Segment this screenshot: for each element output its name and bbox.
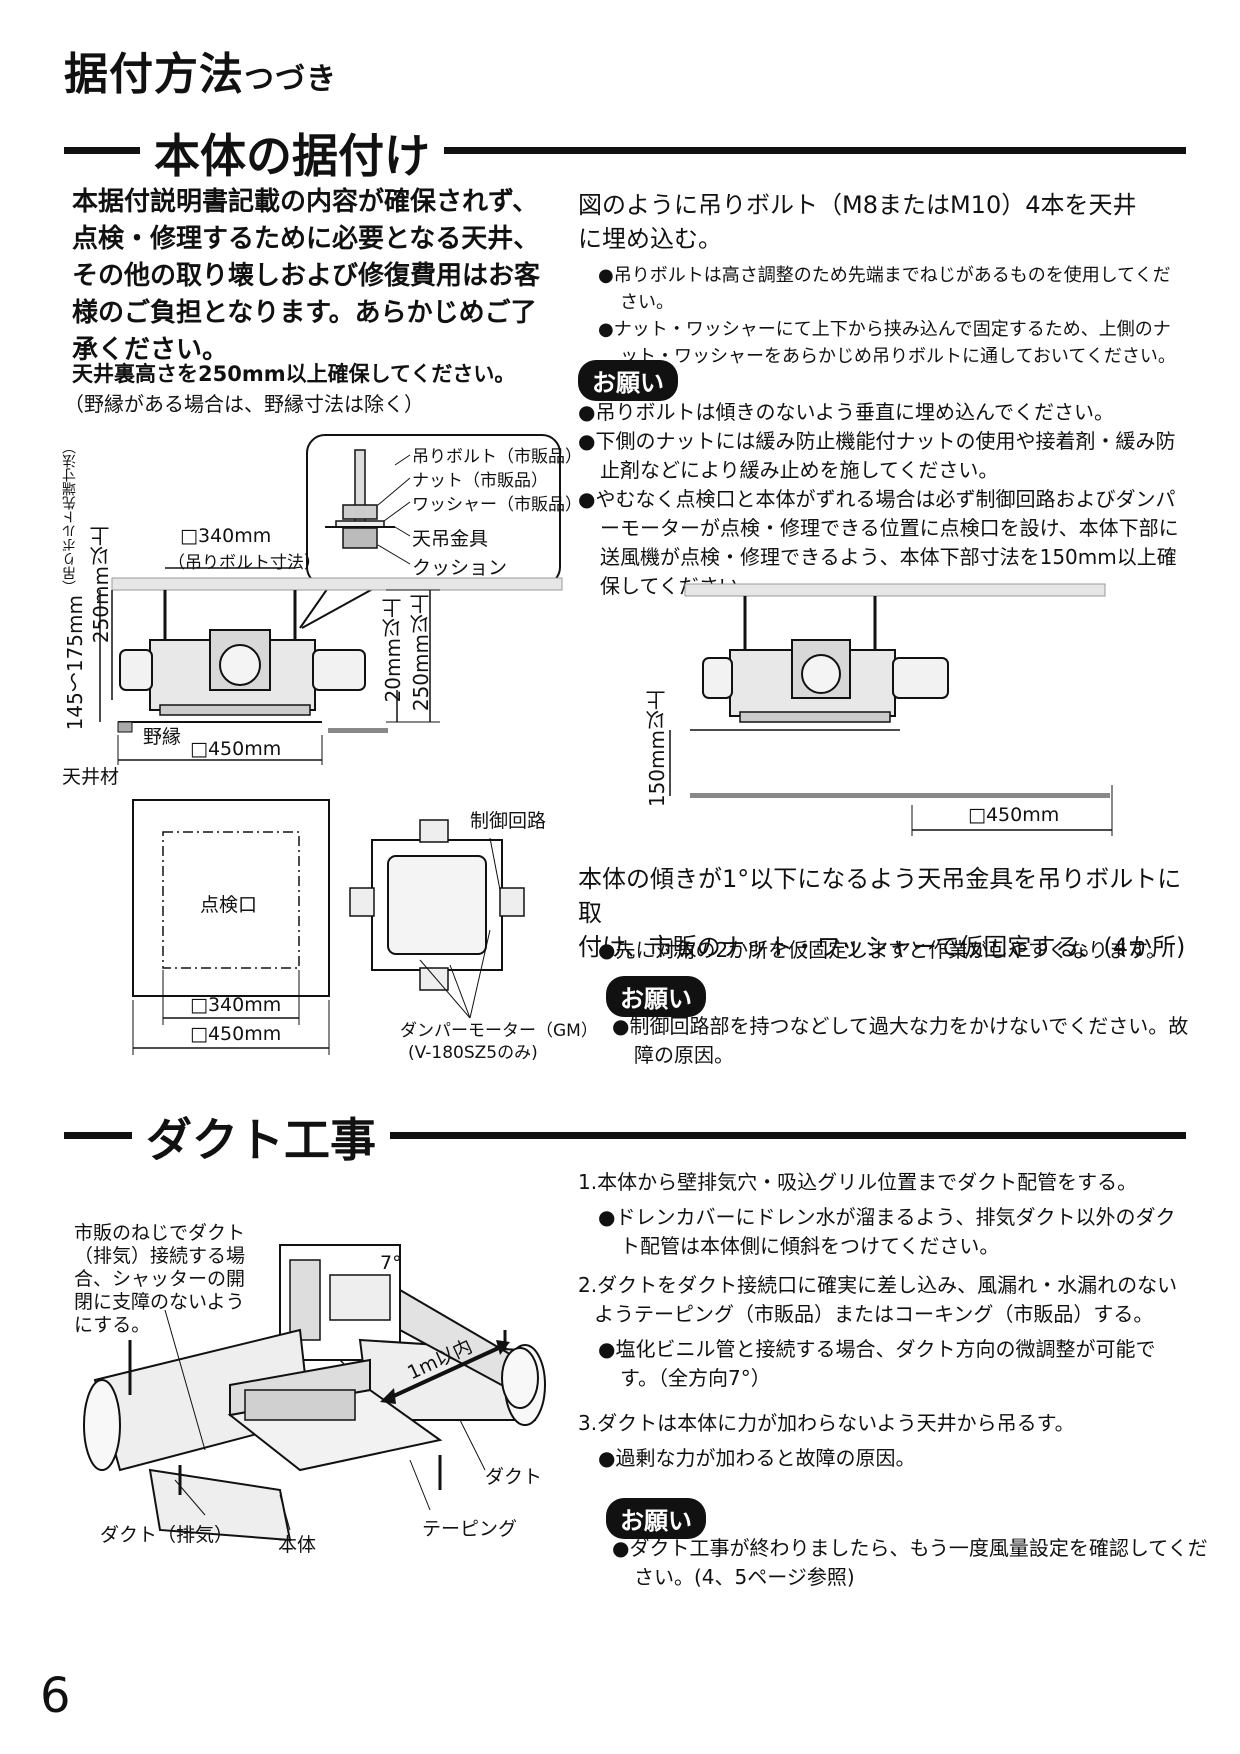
rule-lead [64, 147, 126, 154]
callout-pointer [301, 584, 381, 629]
duct-note-line: 市販のねじでダクト [74, 1222, 246, 1244]
bolt-line: に埋め込む。 [578, 225, 722, 253]
duct-exhaust-label: ダクト（排気） [100, 1524, 234, 1546]
damper-sub-label: (V-180SZ5のみ) [408, 1043, 538, 1063]
duct-step-bullet: ●塩化ビニル管と接続する場合、ダクト方向の微調整が可能です。（全方向7°） [598, 1337, 1156, 1390]
rule-lead-duct [64, 1132, 116, 1139]
ceiling-slab [111, 577, 563, 591]
duct-note-line: 閉に支障のないよう [74, 1291, 245, 1313]
v-145-label: 145～175mm [63, 595, 87, 731]
diagram-side-view-right [669, 583, 1113, 836]
section-title-duct: ダクト工事 [132, 1104, 390, 1170]
duct-label: ダクト [485, 1466, 543, 1488]
intro-line: 承ください。 [72, 335, 229, 365]
request2-bullet: ●制御回路部を持つなどして過大な力をかけないでください。故障の原因。 [612, 1014, 1189, 1067]
nobuchi-label: 野縁 [143, 726, 182, 748]
plan-dim-340: □340mm [190, 994, 282, 1016]
intro-line: 本据付説明書記載の内容が確保されず、 [72, 187, 539, 217]
request-bullet: ●やむなく点検口と本体がずれる場合は必ず制御回路およびダンパーモーターが点検・修… [578, 487, 1179, 598]
v-250b-label: 250mm以上 [409, 594, 433, 712]
bolt-bullet: ●ナット・ワッシャーにて上下から挟み込んで固定するため、上側のナット・ワッシャー… [598, 319, 1176, 367]
control-label: 制御回路 [470, 810, 547, 832]
diagram-side-view [99, 434, 563, 765]
taping-label: テーピング [422, 1518, 518, 1540]
duct-note-line: にする。 [74, 1314, 151, 1336]
dim-340-label: □340mm [180, 525, 272, 547]
duct-step-bullet: ●ドレンカバーにドレン水が溜まるよう、排気ダクト以外のダクト配管は本体側に傾斜を… [598, 1205, 1176, 1258]
tilt-text: 本体の傾きが1°以下になるよう天吊金具を吊りボルトに取 付け、市販のナット・ワッ… [578, 862, 1198, 964]
intro-line: その他の取り壊しおよび修復費用はお客 [72, 261, 541, 291]
page-number: 6 [40, 1668, 71, 1724]
duct-step-bullet: ●過剰な力が加わると故障の原因。 [598, 1446, 916, 1470]
request2-badge: お願い [606, 976, 706, 1017]
duct-request-badge: お願い [606, 1498, 706, 1539]
duct-note: 市販のねじでダクト （排気）接続する場 合、シャッターの開 閉に支障のないよう … [74, 1222, 245, 1337]
callout-bracket-label: 天吊金具 [412, 528, 489, 550]
dim-450-label: □450mm [190, 738, 282, 760]
body-label: 本体 [278, 1534, 317, 1556]
dim-340-sub: （吊りボルト寸法） [168, 553, 321, 573]
callout-pointer [299, 584, 331, 629]
callout-bracket [342, 527, 378, 549]
callout-cushion-label: クッション [412, 557, 508, 579]
tilt-line: 付け、市販のナット・ワッシャーで仮固定する。(4か所) [578, 933, 1186, 961]
v-20-label: 20mm以上 [381, 598, 405, 703]
callout-nut-label: ナット（市販品） [412, 471, 548, 491]
v-150-label: 150mm以上 [645, 690, 669, 808]
request-bullet: ●吊りボルトは傾きのないよう垂直に埋め込んでください。 [578, 400, 1115, 424]
page-header: 据付方法つづき [64, 38, 337, 102]
section-title-mount: 本体の据付け [140, 120, 444, 186]
duct-note-line: 合、シャッターの開 [74, 1268, 246, 1290]
bolt-bullet: ●吊りボルトは高さ調整のため先端までねじがあるものを使用してください。 [598, 265, 1171, 313]
bolt-bullets: ●吊りボルトは高さ調整のため先端までねじがあるものを使用してください。 ●ナット… [598, 262, 1188, 370]
duct-step: 2.ダクトをダクト接続口に確実に差し込み、風漏れ・水漏れのないようテーピング（市… [578, 1273, 1178, 1326]
ceiling-note-sub: （野縁がある場合は、野縁寸法は除く） [64, 392, 424, 416]
tenjo-label: 天井材 [62, 766, 120, 788]
header-suffix: つづき [244, 62, 337, 97]
duct-request-bullet: ●ダクト工事が終わりましたら、もう一度風量設定を確認してください。(4、5ページ… [612, 1536, 1208, 1589]
request-bullet: ●下側のナットには緩み防止機能付ナットの使用や接着剤・緩み防止剤などにより緩み止… [578, 429, 1176, 482]
bolt-text: 図のように吊りボルト（M8またはM10）4本を天井 に埋め込む。 [578, 188, 1188, 256]
duct-note-line: （排気）接続する場 [74, 1245, 246, 1267]
inspect-label: 点検口 [200, 894, 258, 916]
duct-step: 3.ダクトは本体に力が加わらないよう天井から吊るす。 [578, 1411, 1075, 1435]
v-145-sub: （吊りボルト先端寸法） [62, 440, 78, 594]
request-badge: お願い [578, 360, 678, 401]
callout-washer-label: ワッシャー（市販品） [412, 495, 582, 515]
duct-step: 1.本体から壁排気穴・吸込グリル位置までダクト配管をする。 [578, 1170, 1138, 1194]
v-250a-label: 250mm以上 [89, 526, 113, 644]
request-bullets: ●吊りボルトは傾きのないよう垂直に埋め込んでください。 ●下側のナットには緩み防… [578, 398, 1188, 601]
intro-text: 本据付説明書記載の内容が確保されず、 点検・修理するために必要となる天井、 その… [72, 184, 572, 369]
bolt-line: 図のように吊りボルト（M8またはM10）4本を天井 [578, 191, 1137, 219]
damper-label: ダンパーモーター（GM） [400, 1021, 598, 1041]
section-rule-mount [64, 147, 1186, 154]
dim-450-right-label: □450mm [968, 804, 1060, 826]
callout-bolt-label: 吊りボルト（市販品） [412, 447, 582, 467]
header-title: 据付方法 [64, 49, 244, 100]
angle-label: 7° [380, 1252, 402, 1274]
diagram-duct-perspective [83, 1244, 546, 1542]
duct-steps: 1.本体から壁排気穴・吸込グリル位置までダクト配管をする。 ●ドレンカバーにドレ… [578, 1168, 1190, 1473]
intro-line: 点検・修理するために必要となる天井、 [72, 224, 540, 254]
callout-nut [342, 504, 378, 520]
ceiling-note: 天井裏高さを250mm以上確保してください。 [72, 362, 516, 386]
plan-dim-450: □450mm [190, 1023, 282, 1045]
tilt-line: 本体の傾きが1°以下になるよう天吊金具を吊りボルトに取 [578, 865, 1182, 927]
section-rule-duct [64, 1132, 1186, 1139]
diagram-plan-view [132, 799, 525, 1055]
intro-line: 様のご負担となります。あらかじめご了 [72, 298, 537, 328]
tilt-bullet: ●先に対角の2か所を仮固定しますと作業がしやすくなります。 [598, 938, 1166, 962]
